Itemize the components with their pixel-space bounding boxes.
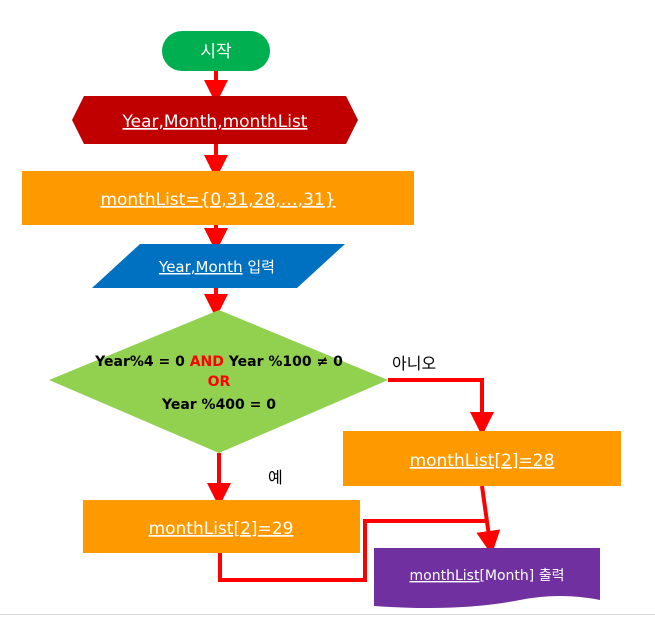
decision-line1: Year%4 = 0 AND Year %100 ≠ 0 [94,354,343,370]
output-var-label: monthList [410,568,480,584]
output-label: monthList[Month] 출력 [410,568,565,584]
start-node: 시작 [162,31,270,71]
input-node: Year,Month 입력 [92,244,345,288]
arrow-yes-box-to-output [218,519,486,582]
vars-node: Year,Month,monthList [72,96,358,144]
decision-or: OR [208,374,231,390]
decision-node: Year%4 = 0 AND Year %100 ≠ 0 OR Year %40… [49,310,388,453]
output-suffix: 출력 [539,568,565,584]
arrow-decision-no [388,378,494,436]
vars-label: Year,Month,monthList [122,112,308,132]
input-label: Year,Month 입력 [158,258,275,276]
decision-and: AND [190,354,224,370]
input-suffix: 입력 [247,258,275,276]
decision-cond-a: Year%4 = 0 [94,354,190,370]
yes-box-label: monthList[2]=29 [149,519,294,539]
init-label: monthList={0,31,28,…,31} [100,190,335,210]
output-rest: [Month] [479,568,534,584]
connectors [204,71,501,582]
no-box-label: monthList[2]=28 [410,451,555,471]
yes-branch-label: 예 [268,468,283,487]
input-var-label: Year,Month [158,258,243,276]
start-label: 시작 [200,42,232,62]
no-branch-label: 아니오 [392,354,436,373]
output-node: monthList[Month] 출력 [374,548,600,608]
decision-cond-b: Year %100 ≠ 0 [224,354,343,370]
init-node: monthList={0,31,28,…,31} [22,171,414,225]
decision-line3: Year %400 = 0 [161,397,276,413]
page-bottom-divider [0,614,655,615]
arrow-no-box-to-output [476,485,501,555]
no-process-node: monthList[2]=28 [343,431,621,486]
yes-process-node: monthList[2]=29 [83,500,360,553]
